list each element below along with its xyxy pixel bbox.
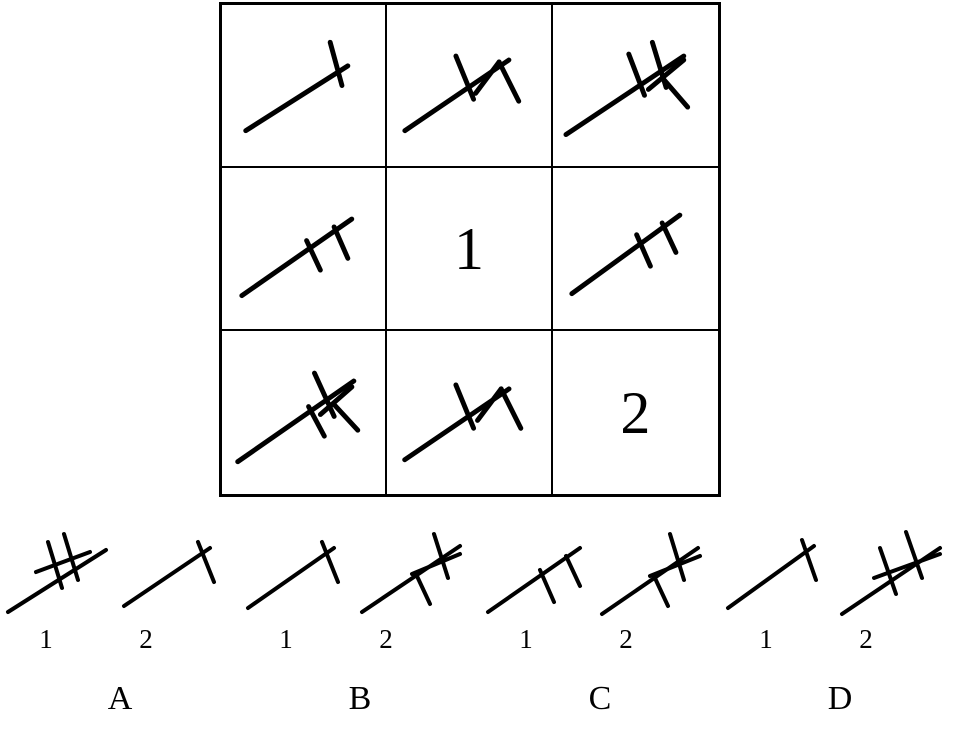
puzzle-matrix: 1 xyxy=(219,2,721,497)
matrix-cell-r3c1[interactable] xyxy=(222,331,388,494)
figure-r1c2 xyxy=(402,53,522,134)
option-b-figure-1 xyxy=(242,520,360,625)
answer-options: 1 2 A xyxy=(0,520,960,748)
figure-r1c3 xyxy=(563,39,690,138)
option-c-figures xyxy=(480,520,720,625)
option-a-sub-labels: 1 2 xyxy=(0,626,240,666)
option-d-sub-labels: 1 2 xyxy=(720,626,960,666)
option-a-figure-1 xyxy=(2,520,120,625)
option-d-figure-1 xyxy=(722,520,840,625)
option-c[interactable]: 1 2 C xyxy=(480,520,720,748)
option-c-sub-label-1: 1 xyxy=(519,624,533,654)
matrix-placeholder-label-2: 2 xyxy=(620,379,651,446)
option-c-sub-labels: 1 2 xyxy=(480,626,720,666)
figure-r1c1 xyxy=(243,39,351,134)
option-b-letter[interactable]: B xyxy=(348,680,372,717)
figure-r3c2 xyxy=(402,382,524,463)
option-b-figure-2 xyxy=(358,520,476,625)
option-c-letter[interactable]: C xyxy=(588,680,612,717)
option-d-sub-label-2: 2 xyxy=(859,624,873,654)
option-d-figures xyxy=(720,520,960,625)
option-a-figure-2 xyxy=(118,520,236,625)
matrix-cell-r3c3-placeholder-2[interactable]: 2 xyxy=(553,331,718,494)
matrix-cell-r1c1[interactable] xyxy=(222,5,388,168)
option-d-sub-label-1: 1 xyxy=(759,624,773,654)
option-b[interactable]: 1 2 B xyxy=(240,520,480,748)
option-c-figure-1 xyxy=(482,520,600,625)
matrix-cell-r2c2-placeholder-1[interactable]: 1 xyxy=(387,168,553,331)
figure-r2c1 xyxy=(239,216,355,299)
option-d-figure-2 xyxy=(838,520,956,625)
matrix-placeholder-label-1: 1 xyxy=(453,215,484,282)
matrix-cell-r2c1[interactable] xyxy=(222,168,388,331)
option-b-sub-label-1: 1 xyxy=(279,624,293,654)
option-a-sub-label-1: 1 xyxy=(39,624,53,654)
matrix-cell-r1c3[interactable] xyxy=(552,5,718,168)
option-a-sub-label-2: 2 xyxy=(139,624,153,654)
option-d[interactable]: 1 2 D xyxy=(720,520,960,748)
option-b-figures xyxy=(240,520,480,625)
option-a-figures xyxy=(0,520,240,625)
option-b-sub-label-2: 2 xyxy=(379,624,393,654)
matrix-cell-r2c3[interactable] xyxy=(552,168,718,331)
matrix-cell-r3c2[interactable] xyxy=(387,331,553,494)
figure-r3c1 xyxy=(235,370,361,465)
option-a[interactable]: 1 2 A xyxy=(0,520,240,748)
option-c-figure-2 xyxy=(598,520,716,625)
option-c-sub-label-2: 2 xyxy=(619,624,633,654)
option-a-letter[interactable]: A xyxy=(107,680,133,717)
option-d-letter[interactable]: D xyxy=(827,680,853,717)
matrix-cell-r1c2[interactable] xyxy=(387,5,553,168)
figure-r2c3 xyxy=(569,212,682,297)
option-b-sub-labels: 1 2 xyxy=(240,626,480,666)
